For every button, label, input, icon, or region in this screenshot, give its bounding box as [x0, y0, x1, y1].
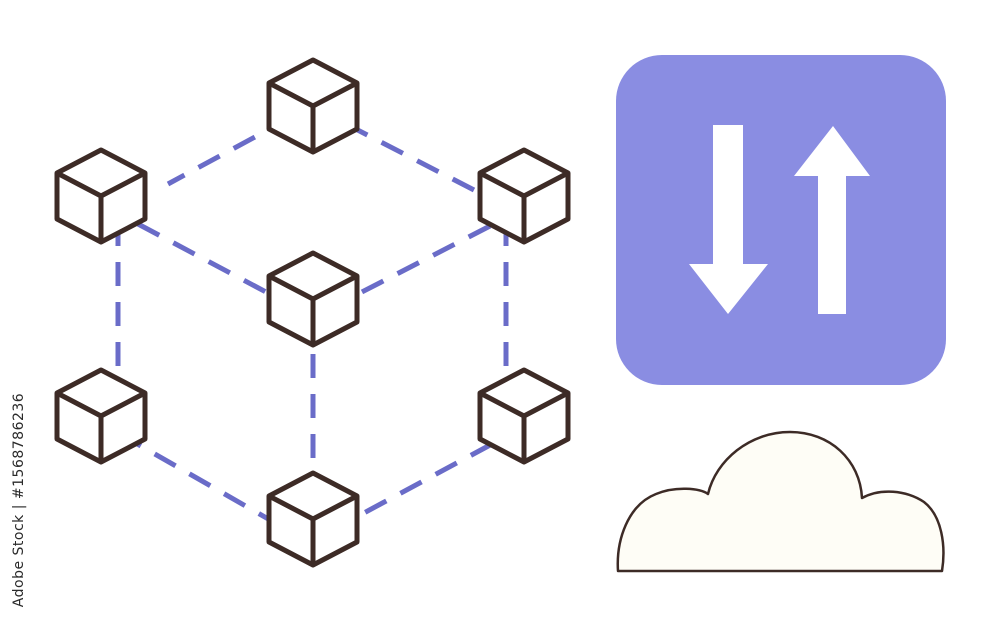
link-right-center	[356, 223, 492, 297]
cube-icon-bottom	[269, 473, 357, 565]
side-watermark: Adobe Stock | #1568786236	[4, 384, 34, 616]
link-left-center	[136, 221, 268, 295]
link-top-right	[344, 121, 476, 193]
cloud-icon	[616, 430, 945, 573]
network-nodes	[57, 60, 568, 565]
side-watermark-text: Adobe Stock | #1568786236	[11, 392, 27, 608]
link-bottom-right	[360, 441, 494, 517]
up-down-arrows-icon	[616, 55, 946, 385]
link-bottom-left	[118, 431, 272, 523]
up-arrow	[794, 126, 870, 314]
cube-icon-upper-right	[480, 150, 568, 242]
down-arrow	[689, 125, 768, 314]
cube-icon-top	[269, 60, 357, 152]
cube-icon-lower-left	[57, 370, 145, 462]
cube-icon-lower-right	[480, 370, 568, 462]
cube-icon-upper-left	[57, 150, 145, 242]
cube-icon-center	[269, 253, 357, 345]
transfer-tile	[616, 55, 946, 385]
